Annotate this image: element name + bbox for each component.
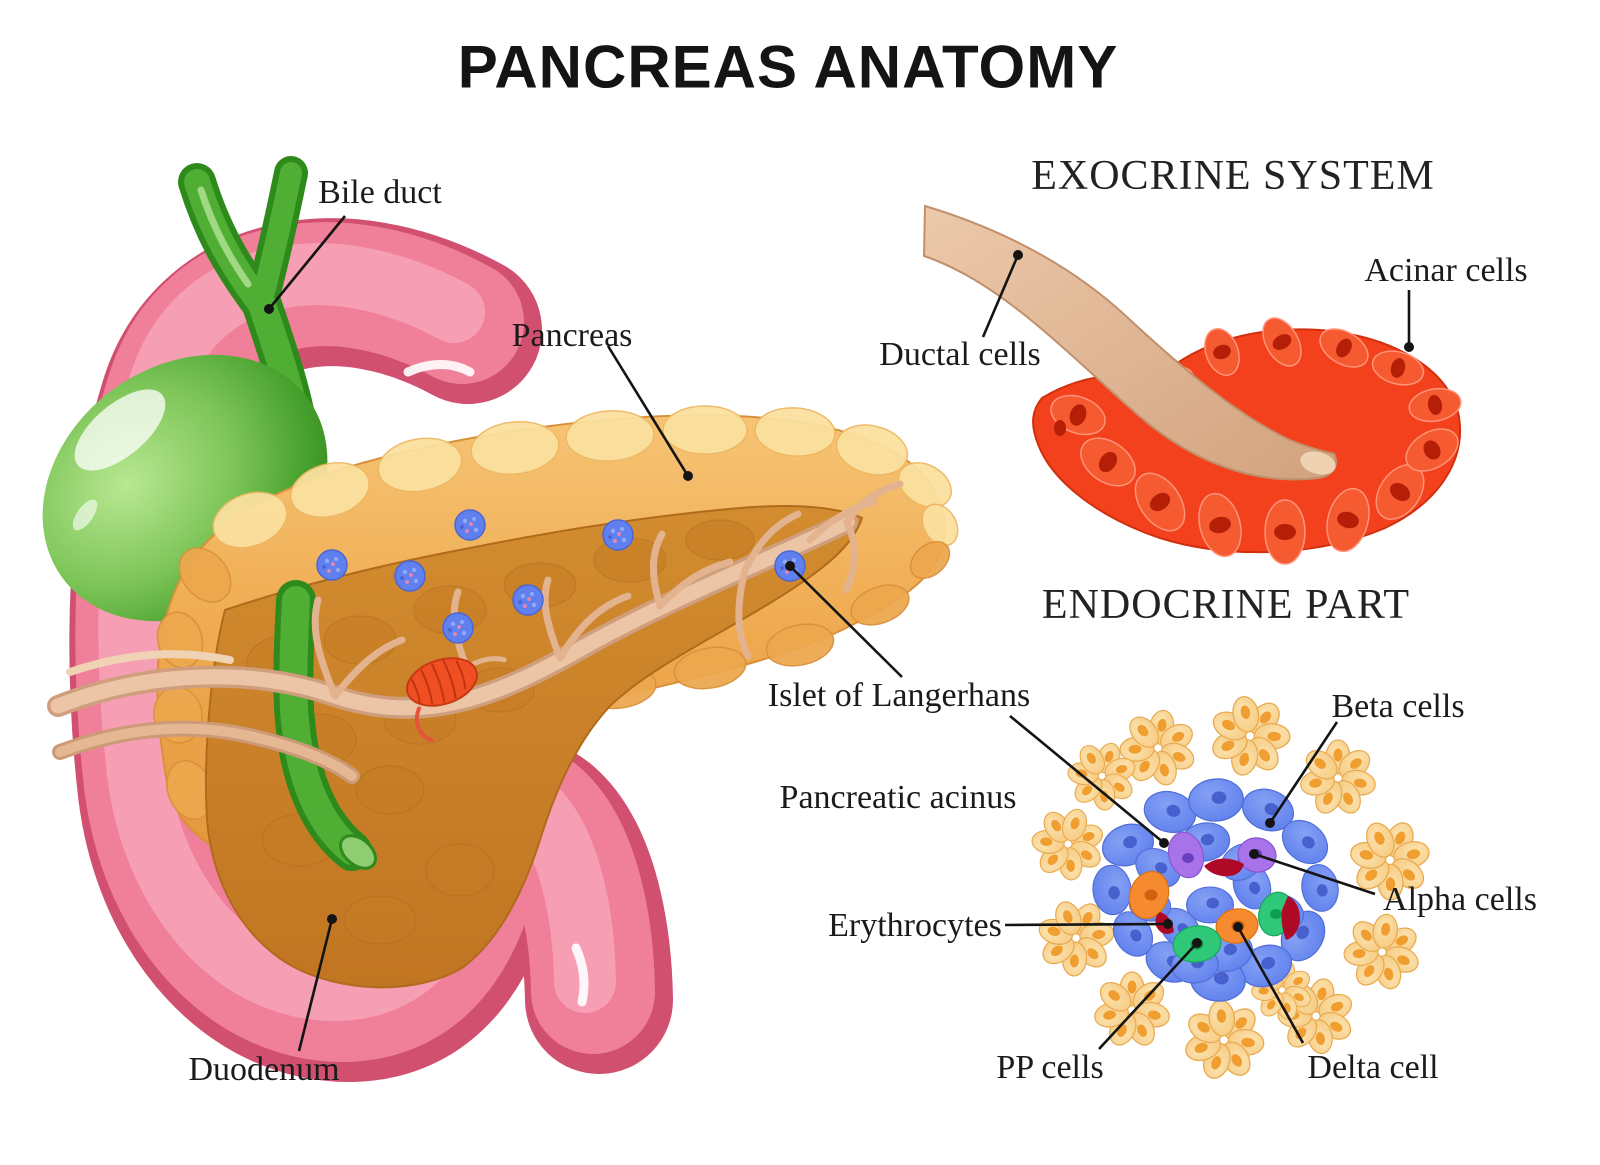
pancreatic-duct xyxy=(47,480,904,784)
pancreatic-acinus-label: Pancreatic acinus xyxy=(779,779,1017,816)
pp-cells-label: PP cells xyxy=(996,1049,1104,1086)
bile-duct-in-pancreas xyxy=(273,580,377,871)
interior-lobule-texture xyxy=(246,519,755,945)
delta-cell-label: Delta cell xyxy=(1307,1049,1439,1086)
duct-tip xyxy=(1300,451,1336,475)
islet-blue-mass xyxy=(1090,776,1343,1004)
alpha-cells-label: Alpha cells xyxy=(1383,881,1537,918)
leader-lines xyxy=(267,215,1411,1052)
pancreatic-acinus-red xyxy=(406,656,507,743)
endocrine-heading: ENDOCRINE PART xyxy=(1041,582,1411,628)
pancreas-label: Pancreas xyxy=(511,317,633,354)
beta-cells-label: Beta cells xyxy=(1331,688,1465,725)
exocrine-illustration xyxy=(922,204,1462,565)
gallbladder-highlight xyxy=(74,389,166,471)
leader-dots xyxy=(264,250,1414,948)
exocrine-heading: EXOCRINE SYSTEM xyxy=(1031,153,1435,199)
endocrine-illustration xyxy=(1019,677,1446,1100)
acinar-cells-label: Acinar cells xyxy=(1364,252,1528,289)
erythrocytes-label: Erythrocytes xyxy=(828,907,1002,944)
bile-duct-label: Bile duct xyxy=(318,174,442,211)
duct-branches xyxy=(311,480,904,700)
acinar-cells-texture xyxy=(1050,317,1462,565)
islet-of-langerhans-label: Islet of Langerhans xyxy=(767,677,1031,714)
pancreatic-acinus-ring xyxy=(1019,677,1446,1100)
pancreas-illustration xyxy=(47,405,959,989)
page-title: PANCREAS ANATOMY xyxy=(457,33,1119,101)
duodenum-label: Duodenum xyxy=(188,1051,340,1088)
ductal-cells-label: Ductal cells xyxy=(879,336,1041,373)
pancreas-lobules-top xyxy=(212,405,959,549)
